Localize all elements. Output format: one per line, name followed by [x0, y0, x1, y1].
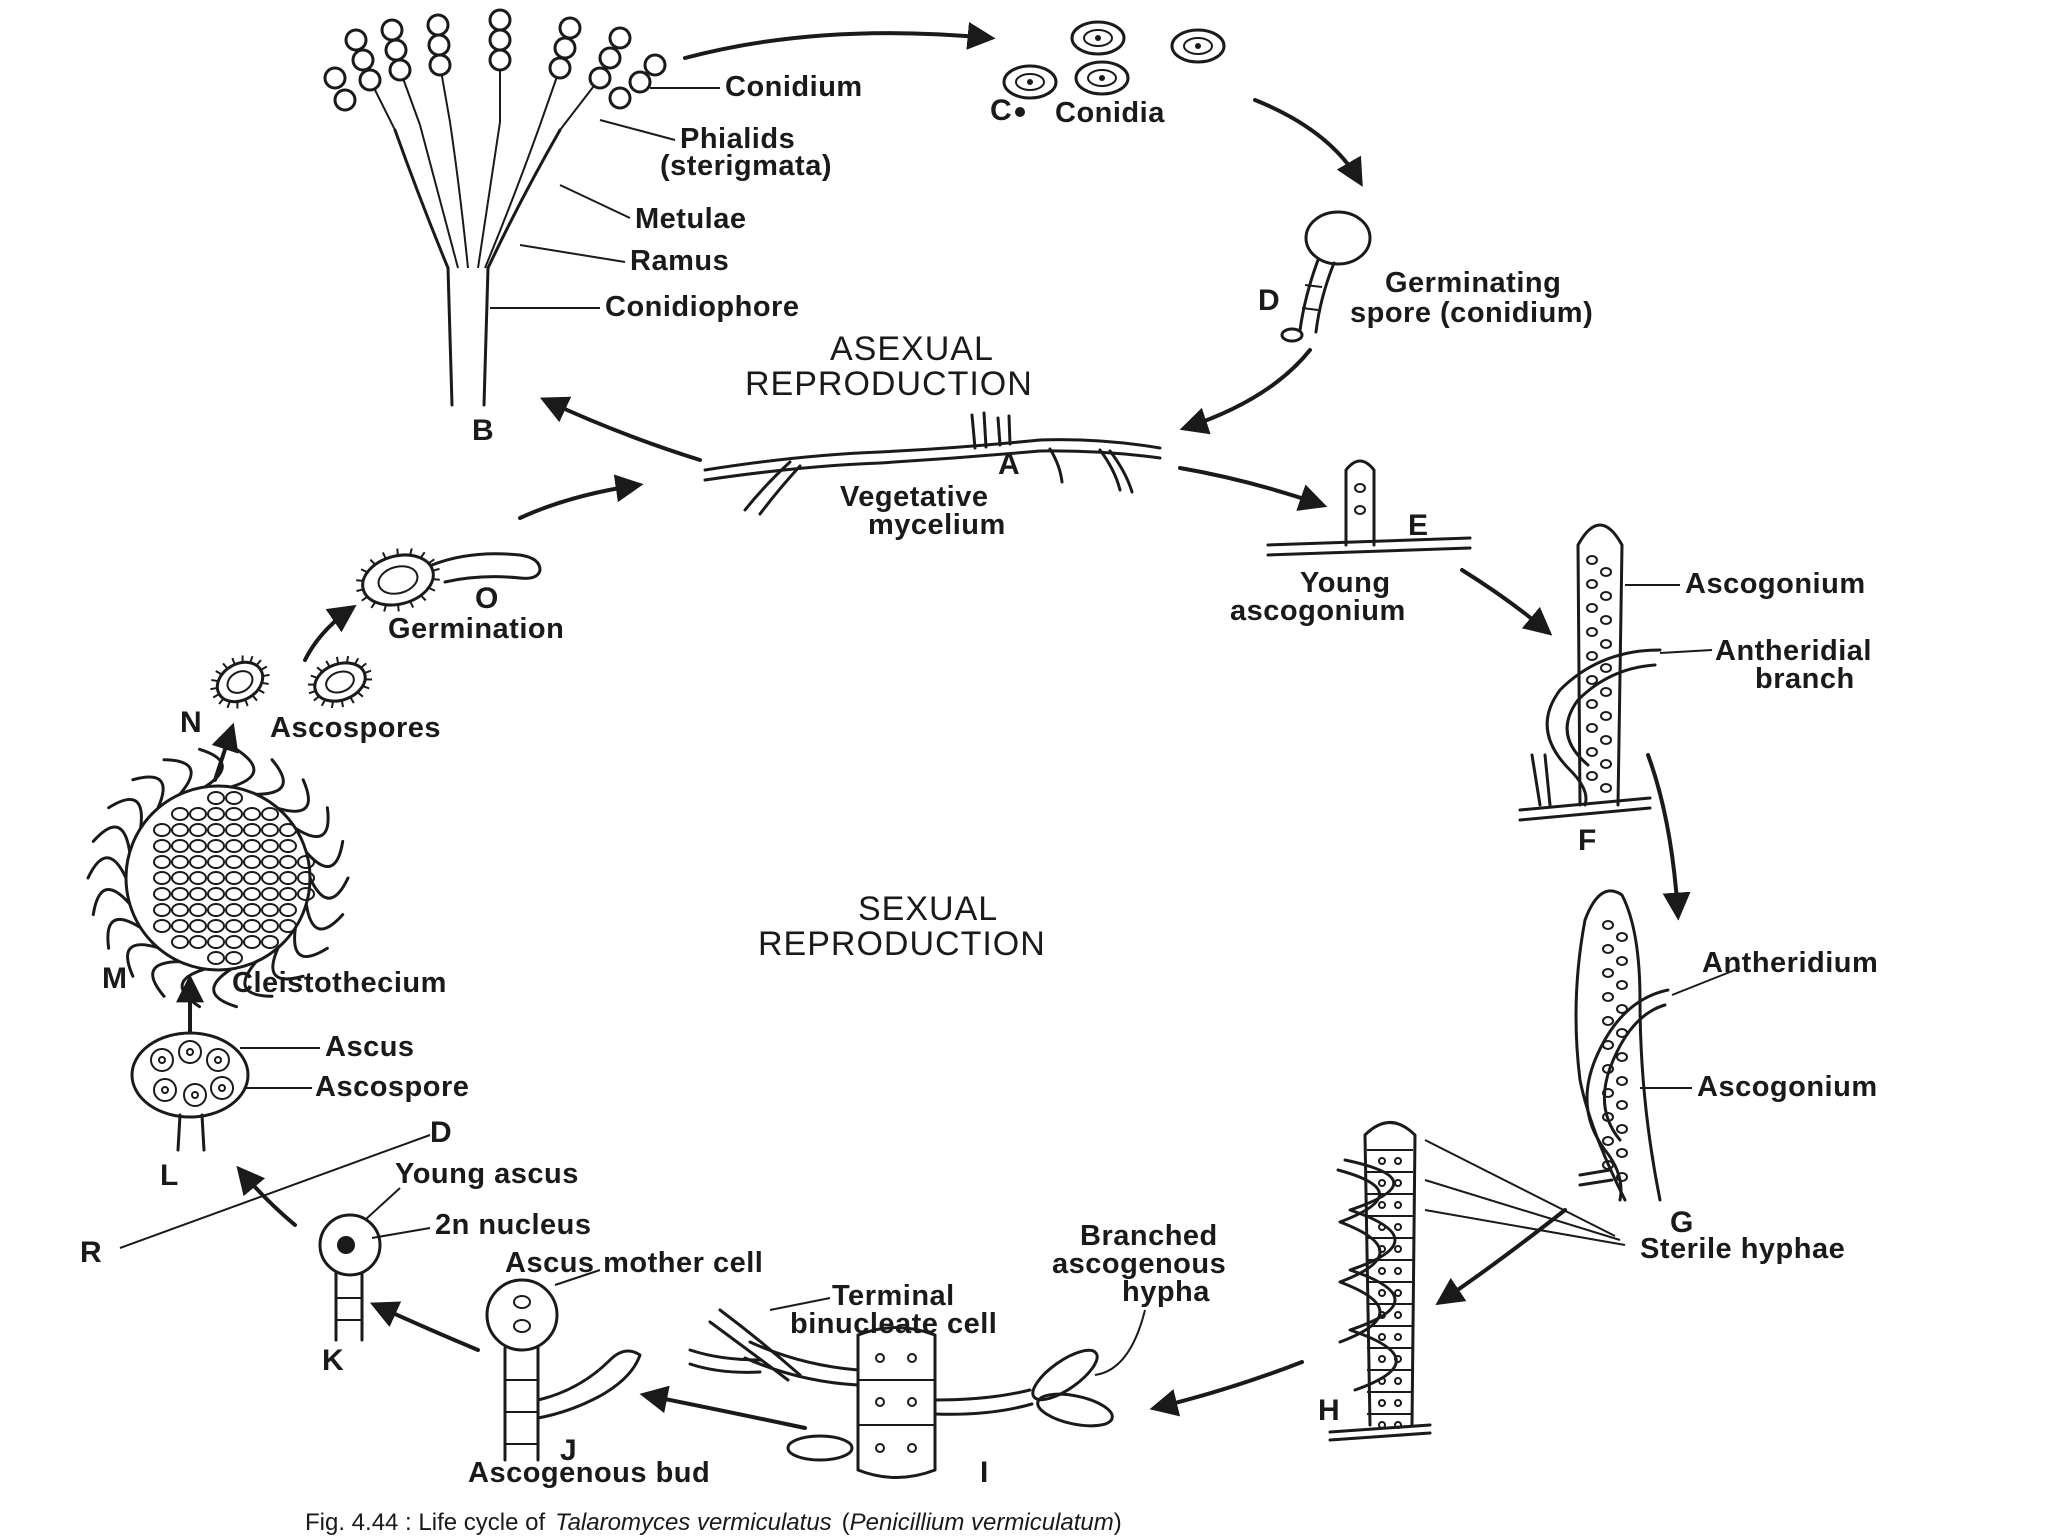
label-terminal: Terminal	[832, 1280, 955, 1312]
stage-letter-b: B	[472, 414, 494, 447]
stage-letter-f: F	[1578, 824, 1596, 857]
label-ascogenous-bud: Ascogenous bud	[468, 1457, 710, 1489]
arrow-a-to-b	[539, 396, 702, 462]
stage-e-young-ascogonium	[1266, 459, 1472, 557]
stage-n-ascospores	[210, 655, 373, 709]
label-germination: Germination	[388, 613, 564, 645]
stage-letter-c: C	[990, 94, 1012, 127]
label-ascogenous: ascogenous	[1052, 1248, 1226, 1280]
stage-letter-d: D	[1258, 284, 1280, 317]
label-young: Young	[1300, 567, 1391, 599]
label-ascogonium-g: Ascogonium	[1697, 1071, 1878, 1103]
arrow-m-to-n	[211, 722, 239, 782]
stage-letter-h: H	[1318, 1394, 1340, 1427]
arrow-o-to-a	[518, 474, 644, 520]
stage-k-young-ascus	[318, 1213, 382, 1342]
label-conidiophore: Conidiophore	[605, 291, 799, 323]
arrow-e-to-f	[1460, 568, 1553, 636]
caption-species: Talaromyces vermiculatus	[555, 1509, 832, 1536]
label-antheridium: Antheridium	[1702, 947, 1878, 979]
arrow-c-to-d	[1253, 98, 1363, 187]
label-ascospore: Ascospore	[315, 1071, 469, 1103]
section-mark-r: R	[80, 1236, 102, 1269]
figure-caption: Fig. 4.44 : Life cycle of Talaromyces ver…	[305, 1509, 1122, 1536]
label-germinating: Germinating	[1385, 267, 1561, 299]
label-ramus: Ramus	[630, 245, 729, 277]
label-sterile-hyphae: Sterile hyphae	[1640, 1233, 1845, 1265]
label-hypha: hypha	[1122, 1276, 1210, 1308]
label-ascospores: Ascospores	[270, 712, 441, 744]
stage-letter-e: E	[1408, 509, 1428, 542]
label-metulae: Metulae	[635, 203, 746, 235]
label-conidia: Conidia	[1055, 97, 1165, 129]
label-conidium: Conidium	[725, 71, 863, 103]
stage-a-mycelium	[703, 411, 1162, 516]
label-vegetative: Vegetative	[840, 481, 988, 513]
label-spore-conidium: spore (conidium)	[1350, 297, 1593, 329]
arrow-d-to-a	[1179, 348, 1312, 435]
phase-sexual-line2: REPRODUCTION	[758, 925, 1046, 963]
label-cleistothecium: Cleistothecium	[232, 967, 447, 999]
arrow-n-to-o	[303, 604, 357, 662]
stage-letter-g: G	[1670, 1206, 1693, 1239]
stage-letter-a: A	[998, 448, 1020, 481]
arrow-j-to-k	[369, 1301, 480, 1352]
arrow-a-to-e	[1178, 466, 1328, 511]
stage-b-conidiophore	[323, 8, 667, 407]
arrow-h-to-i	[1149, 1360, 1304, 1417]
cycle-arrows	[176, 21, 1691, 1430]
stage-letter-n: N	[180, 706, 202, 739]
label-phialids: Phialids	[680, 123, 795, 155]
stage-j-ascus-mother-cell	[485, 1278, 642, 1462]
stage-i-ascogenous-hypha	[688, 1308, 1114, 1479]
stage-letter-o: O	[475, 582, 498, 615]
caption-prefix: Fig. 4.44 : Life cycle of	[305, 1509, 545, 1536]
stage-h-sterile-hyphae	[1328, 1121, 1432, 1442]
phase-asexual-line2: REPRODUCTION	[745, 365, 1033, 403]
arrow-i-to-j	[639, 1385, 807, 1430]
mycelium-hypha	[703, 438, 1162, 472]
arrow-g-to-h	[1435, 1208, 1567, 1306]
stage-f-ascogonium	[1518, 523, 1662, 822]
stage-m-cleistothecium	[86, 747, 350, 1009]
label-ascus: Ascus	[325, 1031, 415, 1063]
label-ascogonium-f: Ascogonium	[1685, 568, 1866, 600]
stage-o-germination	[356, 548, 542, 612]
stage-c-conidia	[1002, 20, 1226, 117]
stage-letter-j: J	[560, 1434, 577, 1467]
stage-letter-i: I	[980, 1456, 988, 1489]
stage-g-antheridium	[1574, 889, 1670, 1202]
label-branch: branch	[1755, 663, 1855, 695]
stage-letter-l: L	[160, 1159, 178, 1192]
label-binucleate-cell: binucleate cell	[790, 1308, 997, 1340]
label-antheridial: Antheridial	[1715, 635, 1872, 667]
label-ascogonium-young: ascogonium	[1230, 595, 1406, 627]
label-sterigmata: (sterigmata)	[660, 150, 832, 182]
arrow-b-to-c	[683, 21, 996, 60]
stage-d-germinating-spore	[1280, 210, 1372, 343]
arrow-k-to-l	[236, 1165, 297, 1227]
label-branched: Branched	[1080, 1220, 1218, 1252]
section-mark-d: D	[430, 1116, 452, 1149]
stage-l-ascus	[130, 1031, 250, 1152]
stage-letter-k: K	[322, 1344, 344, 1377]
phase-asexual-line1: ASEXUAL	[830, 330, 994, 368]
arrow-f-to-g	[1646, 753, 1691, 921]
label-mycelium: mycelium	[868, 509, 1006, 541]
caption-synonym: Penicillium vermiculatum	[850, 1509, 1114, 1536]
conidium-chains	[323, 8, 667, 112]
label-2n-nucleus: 2n nucleus	[435, 1209, 592, 1241]
phase-sexual-line1: SEXUAL	[858, 890, 998, 928]
label-young-ascus: Young ascus	[395, 1158, 579, 1190]
conidiophore-stalk	[446, 266, 490, 407]
stage-letter-m: M	[102, 962, 127, 995]
label-ascus-mother-cell: Ascus mother cell	[505, 1247, 763, 1279]
